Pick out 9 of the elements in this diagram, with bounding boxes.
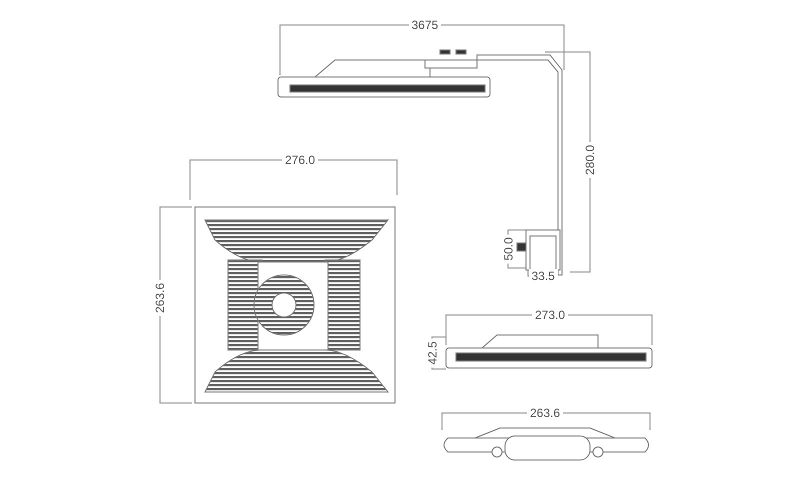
dimension-value: 33.5: [528, 269, 558, 283]
dimension-value: 276.0: [282, 153, 318, 167]
dimension-value: 42.5: [425, 338, 440, 368]
dimension-value: 263.6: [527, 406, 564, 420]
dimension-value: 263.6: [153, 280, 168, 316]
dimension-value: 273.0: [532, 308, 568, 322]
dimension-value: 280.0: [583, 142, 598, 178]
dimension-value: 50.0: [501, 234, 516, 264]
dimension-value: 3675: [408, 18, 442, 32]
